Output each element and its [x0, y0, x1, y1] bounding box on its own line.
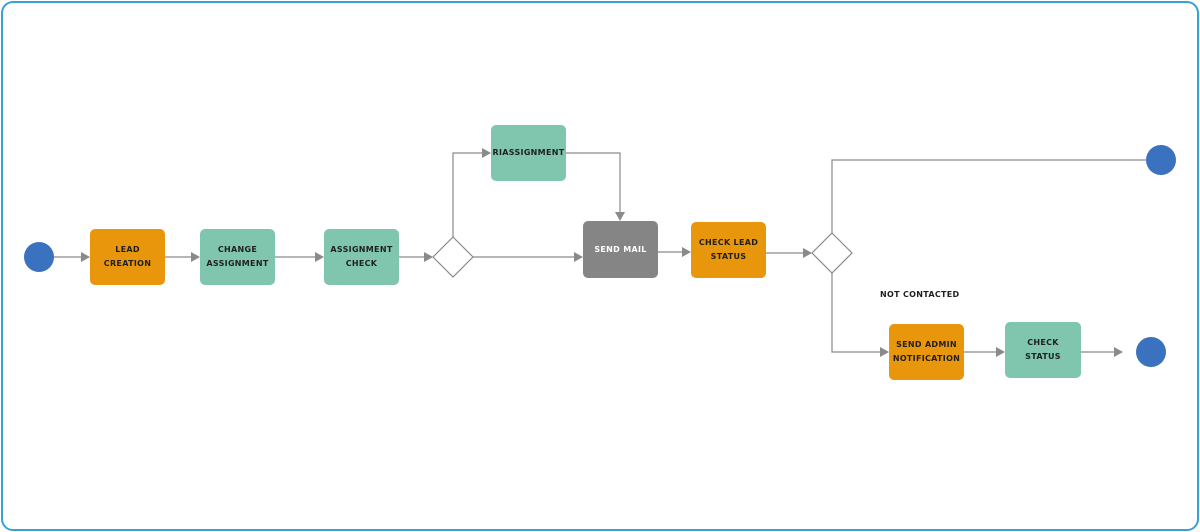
- task-send-admin-notification: SEND ADMIN NOTIFICATION: [889, 324, 964, 380]
- task-check-status: CHECK STATUS: [1005, 322, 1081, 378]
- end-event-top: [1146, 145, 1176, 175]
- end-event-bottom: [1136, 337, 1166, 367]
- task-send-mail: SEND MAIL: [583, 221, 658, 278]
- gateway-status: [811, 232, 853, 274]
- task-riassignment: RIASSIGNMENT: [491, 125, 566, 181]
- condition-label-not-contacted: NOT CONTACTED: [880, 290, 960, 299]
- task-check-lead-status: CHECK LEAD STATUS: [691, 222, 766, 278]
- flow-gateway-to-riassignment: [452, 148, 491, 237]
- task-lead-creation: LEAD CREATION: [90, 229, 165, 285]
- start-event: [24, 242, 54, 272]
- flow-gateway-to-end-top: [831, 159, 1146, 233]
- task-change-assignment: CHANGE ASSIGNMENT: [200, 229, 275, 285]
- flow-riassignment-to-mail: [566, 152, 625, 221]
- gateway-assignment: [432, 236, 474, 278]
- flow-gateway-to-admin: [831, 273, 889, 357]
- task-assignment-check: ASSIGNMENT CHECK: [324, 229, 399, 285]
